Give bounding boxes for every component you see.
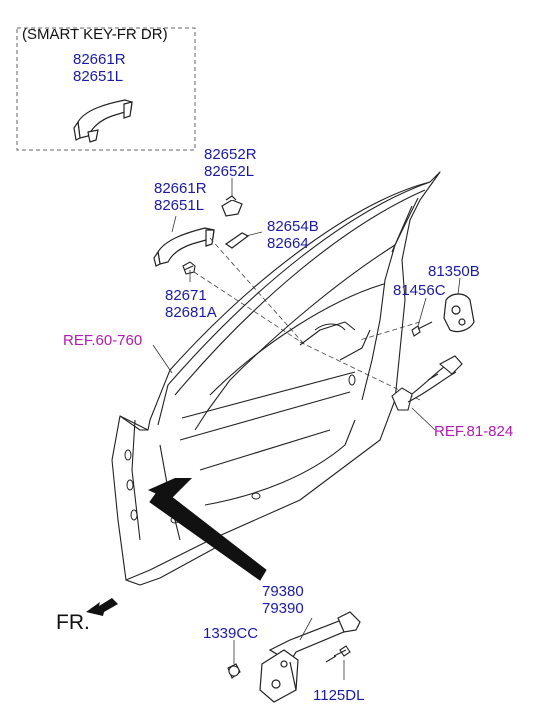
latch-drawing — [443, 293, 475, 333]
part-leaders — [171, 178, 461, 680]
smart-key-part-1: 82661R — [73, 51, 126, 68]
checker-label-1: 79380 — [262, 583, 304, 600]
smart-key-part-2: 82651L — [73, 68, 124, 85]
ref-lock-label: REF.81-824 — [434, 423, 514, 440]
outside-handle-label-1: 82661R — [154, 180, 207, 197]
checker-label-2: 79390 — [262, 600, 304, 617]
handle-cover-drawing — [221, 195, 243, 217]
label-leaders — [152, 344, 436, 431]
lock-cable-drawing — [391, 355, 463, 411]
handle-cover-label-1: 82652R — [204, 146, 257, 163]
checker-bolt2-drawing — [325, 645, 351, 663]
checker-bolt-label: 1339CC — [203, 625, 259, 642]
outside-handle-drawing — [153, 227, 215, 267]
latch-label: 81350B — [428, 263, 480, 280]
handle-pad-label-1: 82654B — [267, 218, 319, 235]
checker-bolt-drawing — [227, 663, 241, 679]
door-panel-drawing — [111, 171, 441, 586]
checker-drawing — [259, 611, 361, 703]
checker-callout-head — [148, 478, 192, 500]
checker-bolt2-label: 1125DL — [313, 687, 365, 704]
handle-bracket-drawing — [182, 261, 196, 275]
handle-cover-label-2: 82652L — [204, 163, 255, 180]
latch-screw-label: 81456C — [393, 282, 446, 299]
handle-pad-label-2: 82664 — [267, 235, 309, 252]
handle-bracket-label-2: 82681A — [165, 304, 217, 321]
fr-direction-label: FR. — [56, 611, 90, 634]
checker-callout-arrow — [149, 487, 267, 581]
smart-key-caption: (SMART KEY-FR DR) — [22, 26, 168, 43]
handle-pad-drawing — [224, 232, 250, 249]
outside-handle-label-2: 82651L — [154, 197, 205, 214]
latch-screw-drawing — [411, 321, 433, 337]
handle-bracket-label-1: 82671 — [165, 287, 207, 304]
leader-lines — [193, 237, 421, 401]
fr-direction-arrow — [86, 598, 118, 616]
smart-key-handle-drawing — [73, 99, 133, 143]
ref-panel-label: REF.60-760 — [63, 332, 143, 349]
smart-key-frame — [16, 27, 196, 151]
